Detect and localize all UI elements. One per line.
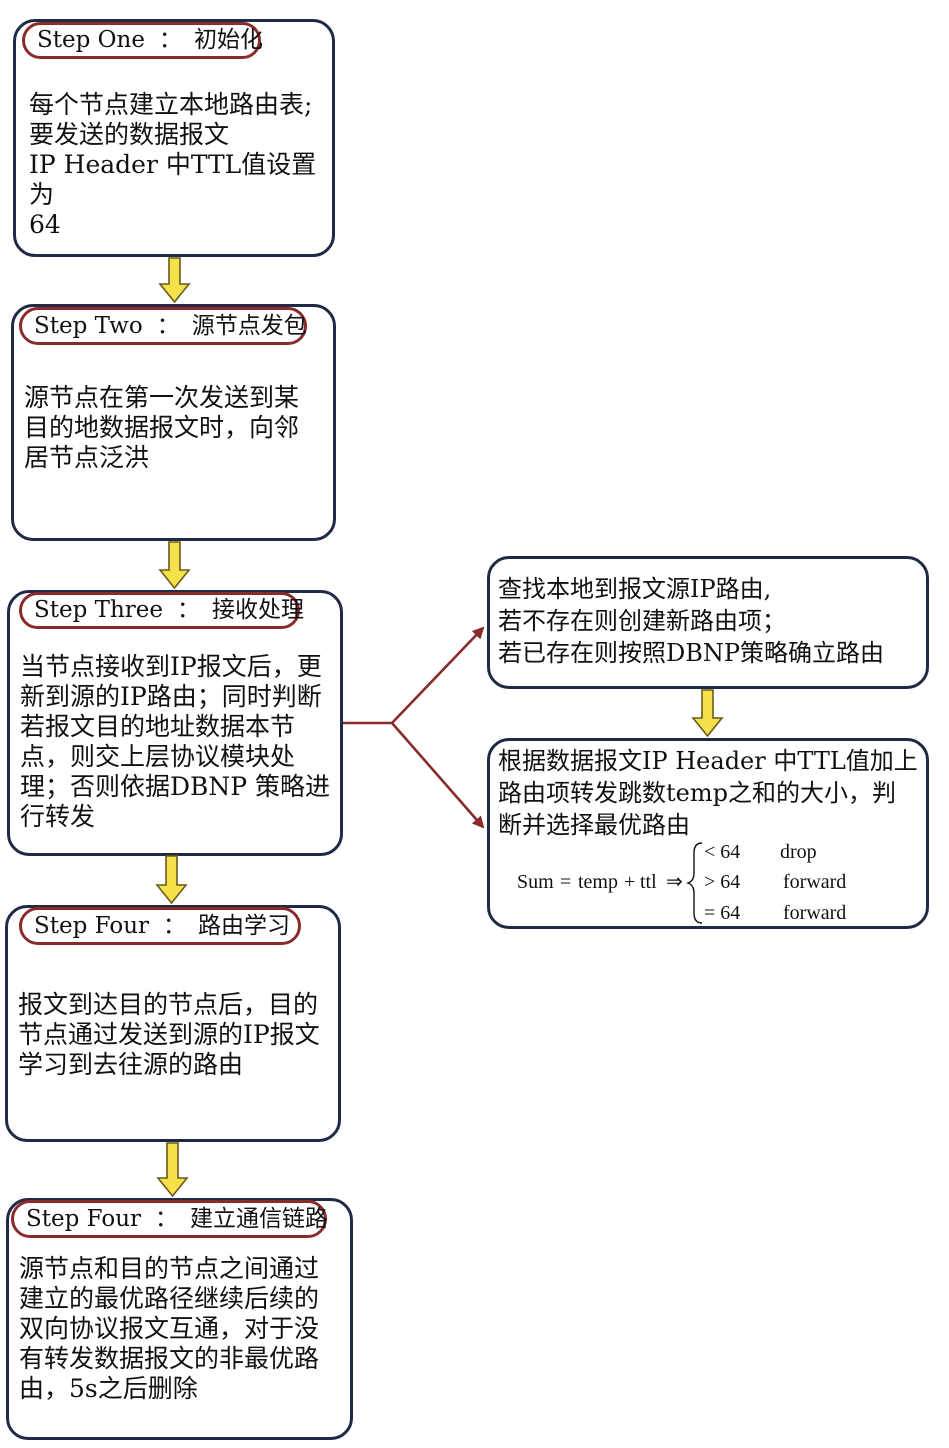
step-one-text: 每个节点建立本地路由表; 要发送的数据报文 IP Header 中TTL值设置为… (29, 90, 317, 239)
branch-connector (343, 626, 485, 829)
step-separator: ： (158, 27, 182, 53)
step-three-box (7, 590, 343, 856)
step-title: 初始化 (193, 27, 263, 53)
case-condition: > 64 (704, 871, 741, 893)
case-condition: < 64 (704, 841, 741, 863)
step-separator: ： (177, 597, 201, 623)
lookup-route-text: 查找本地到报文源IP路由, 若不存在则创建新路由项； 若已存在则按照DBNP策略… (498, 575, 885, 667)
step-separator: ： (155, 1205, 178, 1232)
step-three-header: Step Three ： 接收处理 (19, 592, 304, 629)
step-label: Step Four (26, 1205, 141, 1232)
case-action: drop (780, 841, 817, 863)
step-five-box (6, 1198, 353, 1440)
step-separator: ： (156, 312, 180, 339)
step-three-text: 当节点接收到IP报文后，更 新到源的IP路由；同时判断 若报文目的地址数据本节 … (20, 652, 331, 831)
step-five-header: Step Four ： 建立通信链路 (11, 1200, 328, 1238)
formula-equals: = (560, 871, 572, 893)
step-two-header: Step Two ： 源节点发包 (19, 307, 307, 345)
formula-ttl: ttl (640, 871, 657, 893)
case-condition: = 64 (704, 902, 741, 924)
down-arrow-4 (156, 1142, 189, 1198)
step-separator: ： (163, 912, 186, 939)
down-arrow-2 (158, 541, 191, 590)
down-arrow-3 (155, 855, 188, 905)
step-four-header: Step Four ： 路由学习 (19, 907, 301, 945)
formula-temp: temp (578, 871, 618, 893)
down-arrow-right (691, 689, 724, 738)
step-title: 建立通信链路 (190, 1205, 328, 1232)
lookup-route-box (487, 556, 929, 689)
step-label: Step Two (34, 312, 143, 339)
formula-sum: Sum (517, 871, 554, 893)
step-four-text: 报文到达目的节点后，目的 节点通过发送到源的IP报文 学习到去往源的路由 (18, 990, 320, 1079)
step-title: 接收处理 (212, 597, 305, 623)
select-route-text: 根据数据报文IP Header 中TTL值加上 路由项转发跳数temp之和的大小… (498, 747, 918, 839)
select-route-box (487, 738, 929, 929)
step-two-text: 源节点在第一次发送到某 目的地数据报文时，向邻 居节点泛洪 (24, 383, 300, 472)
case-action: forward (783, 902, 847, 924)
step-title: 源节点发包 (191, 312, 307, 339)
case-action: forward (783, 871, 847, 893)
step-label: Step Three (34, 597, 164, 623)
step-label: Step One (37, 27, 145, 53)
down-arrow-1 (158, 257, 191, 304)
step-one-header: Step One ： 初始化 (22, 22, 263, 59)
step-five-text: 源节点和目的节点之间通过 建立的最优路径继续后续的 双向协议报文互通，对于没 有… (19, 1254, 320, 1403)
step-label: Step Four (34, 912, 149, 939)
step-title: 路由学习 (198, 912, 290, 939)
formula-plus: + (624, 871, 636, 893)
formula-implies: ⇒ (666, 871, 683, 893)
